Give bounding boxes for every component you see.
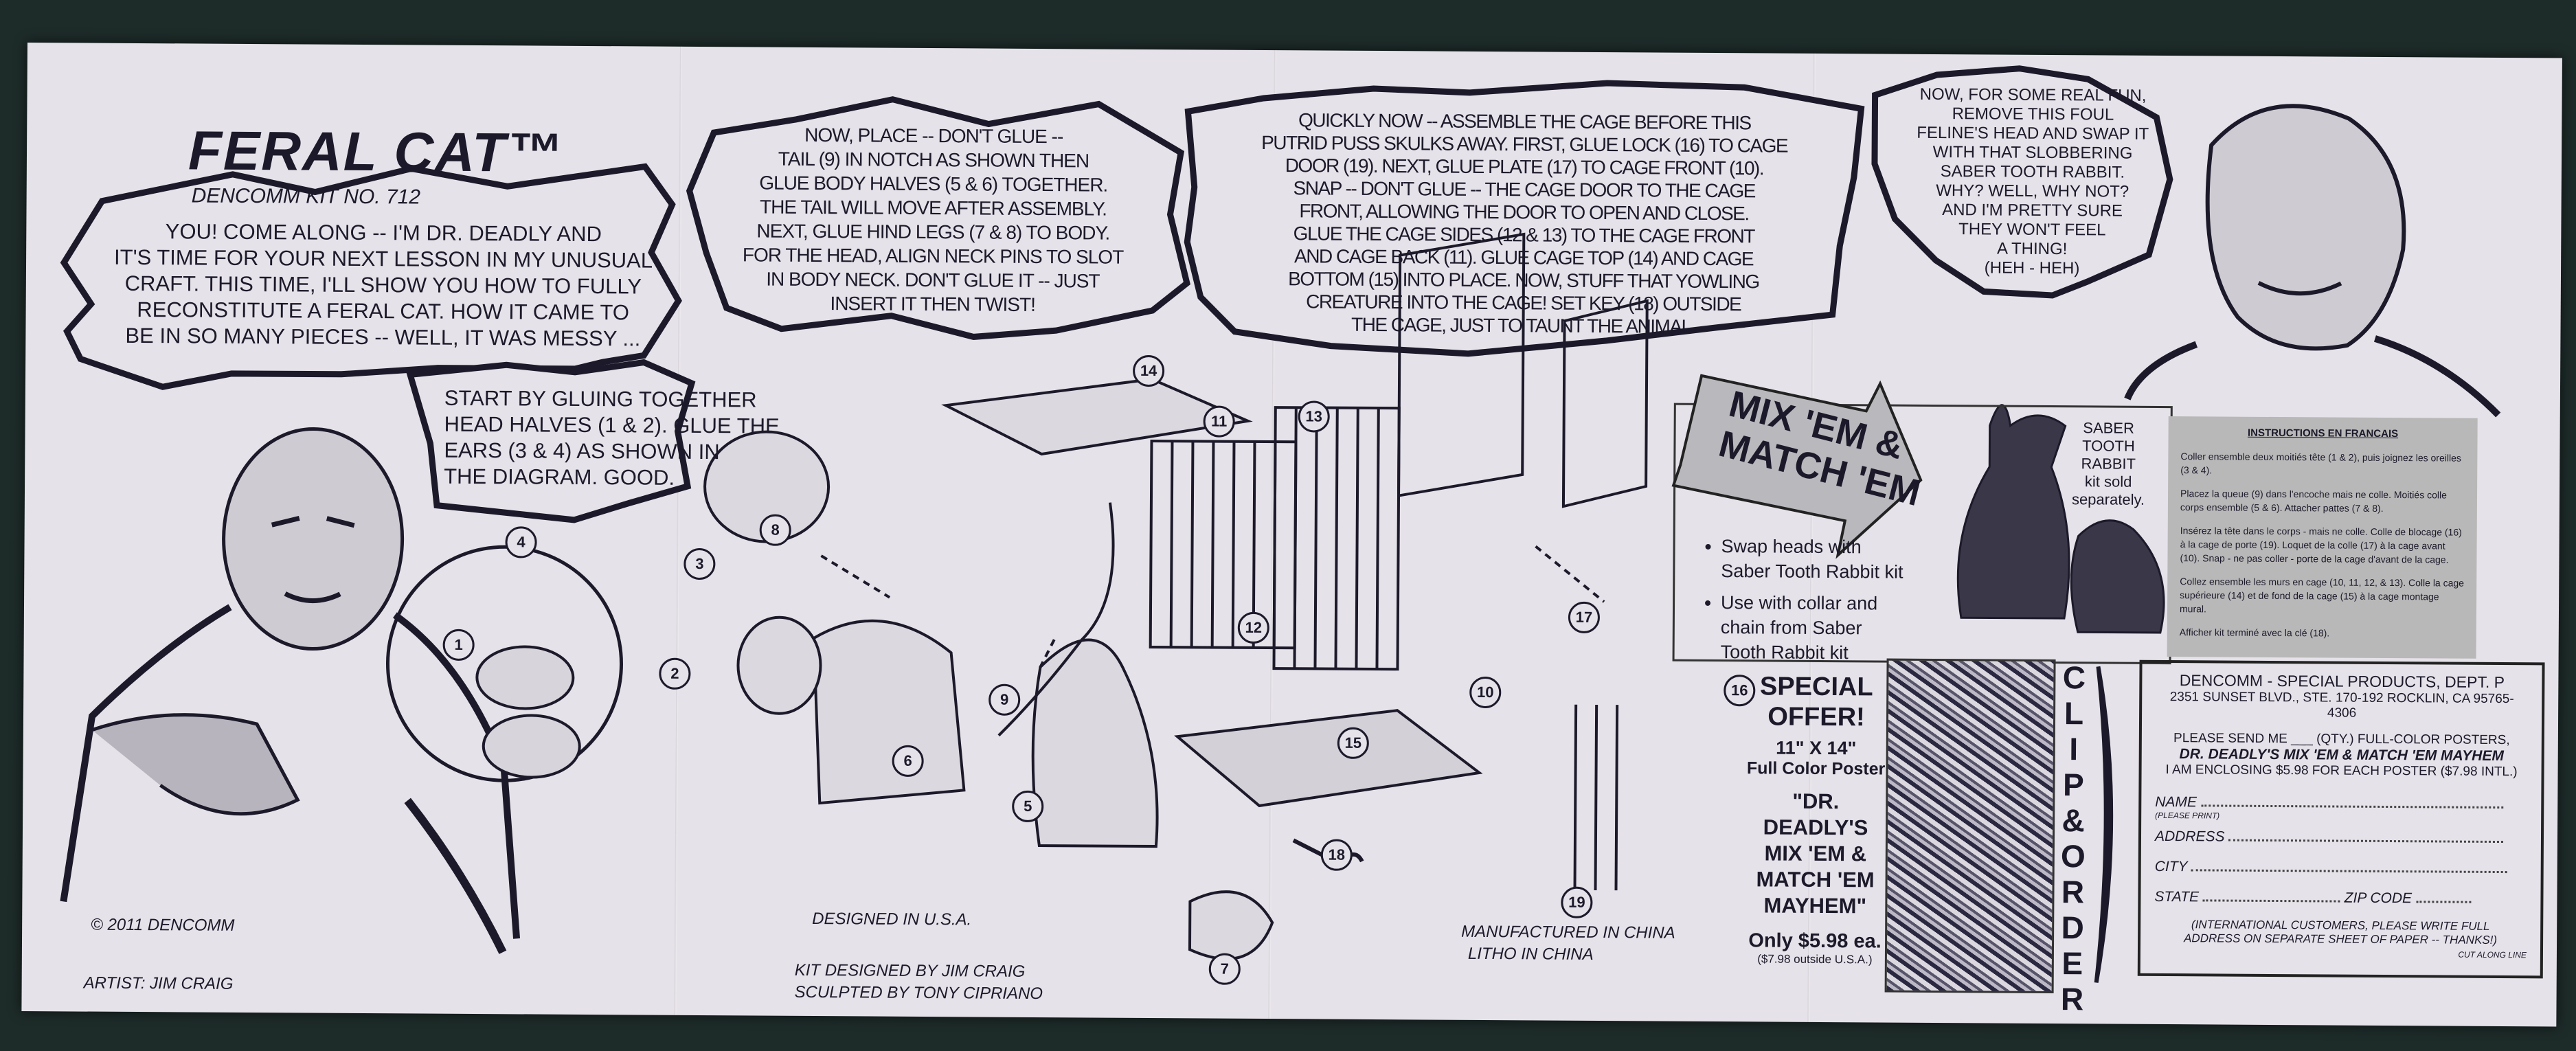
artist-credit: ARTIST: JIM CRAIG [83, 973, 234, 993]
illustrations [60, 65, 2501, 960]
kit-designer: KIT DESIGNED BY JIM CRAIG [794, 960, 1026, 981]
french-heading: INSTRUCTIONS EN FRANCAIS [2247, 427, 2399, 440]
name-field[interactable]: NAME [2155, 794, 2527, 813]
kit-number: DENCOMM KIT NO. 712 [191, 184, 421, 209]
part-label: 14 [1132, 354, 1165, 387]
part-label: 12 [1237, 611, 1269, 644]
part-label: 3 [683, 547, 716, 580]
bullet-item: Swap heads with Saber Tooth Rabbit kit [1721, 534, 1906, 585]
part-label: 19 [1561, 886, 1593, 918]
part-label: 7 [1208, 953, 1241, 985]
part-label: 11 [1203, 405, 1235, 438]
speech-bubble-swap [1871, 65, 2173, 299]
sculptor: SCULPTED BY TONY CIPRIANO [794, 982, 1043, 1004]
french-step: Collez ensemble les murs en cage (10, 11… [2179, 576, 2465, 615]
designed-in: DESIGNED IN U.S.A. [812, 909, 972, 929]
part-label: 10 [1469, 676, 1502, 709]
dr-deadly-portrait [2124, 104, 2501, 418]
manufactured-in: MANUFACTURED IN CHINA [1461, 922, 1675, 942]
poster-thumbnail [1884, 658, 2056, 994]
french-step: Coller ensemble deux moitiés tête (1 & 2… [2180, 451, 2461, 476]
part-label: 8 [759, 514, 791, 546]
part-label: 9 [988, 683, 1021, 716]
part-label: 15 [1337, 727, 1369, 759]
french-instructions: INSTRUCTIONS EN FRANCAIS Coller ensemble… [2167, 416, 2478, 659]
cat-parts [703, 430, 1274, 960]
french-step: Insérez la tête dans le corps - mais ne … [2180, 525, 2462, 565]
cut-line-label: CUT ALONG LINE [2458, 949, 2527, 960]
bubble-cage-text: QUICKLY NOW -- ASSEMBLE THE CAGE BEFORE … [1261, 109, 1788, 337]
litho-in: LITHO IN CHINA [1467, 944, 1594, 964]
instruction-sheet: FERAL CAT™ DENCOMM KIT NO. 712 YOU! COME… [21, 43, 2562, 1027]
speech-bubble-cage [1184, 80, 1865, 357]
part-label: 13 [1298, 400, 1330, 433]
part-label: 6 [892, 745, 924, 777]
head-assembly-circle [385, 545, 623, 782]
address-field[interactable]: ADDRESS [2155, 828, 2527, 847]
part-label: 1 [442, 629, 475, 661]
speech-bubble-body [686, 96, 1190, 340]
part-label: 2 [659, 657, 691, 690]
part-label: 18 [1320, 839, 1353, 871]
speech-bubble-head [406, 359, 696, 523]
special-offer: SPECIAL OFFER! 11" X 14" Full Color Post… [1746, 672, 1886, 967]
part-label: 4 [505, 526, 537, 558]
speech-bubble-intro [60, 163, 682, 390]
part-label: 5 [1012, 790, 1044, 823]
saber-tooth-rabbit-photo [1956, 404, 2165, 634]
part-label: 17 [1568, 601, 1601, 633]
cage-diagram [820, 232, 1649, 891]
french-step: Placez la queue (9) dans l'encoche mais … [2180, 488, 2447, 514]
state-zip-field[interactable]: STATE ZIP CODE [2154, 889, 2527, 907]
french-step: Afficher kit terminé avec la clé (18). [2179, 626, 2330, 639]
bubble-body-text: NOW, PLACE -- DON'T GLUE --TAIL (9) IN N… [742, 124, 1124, 315]
product-title: FERAL CAT™ [188, 120, 564, 183]
bullet-item: Use with collar and chain from Saber Too… [1721, 590, 1907, 666]
mix-match-bullets: Swap heads with Saber Tooth Rabbit kit U… [1693, 534, 1906, 673]
order-form: DENCOMM - SPECIAL PRODUCTS, DEPT. P 2351… [2137, 659, 2545, 979]
copyright: © 2011 DENCOMM [91, 915, 235, 935]
city-field[interactable]: CITY [2155, 859, 2527, 877]
